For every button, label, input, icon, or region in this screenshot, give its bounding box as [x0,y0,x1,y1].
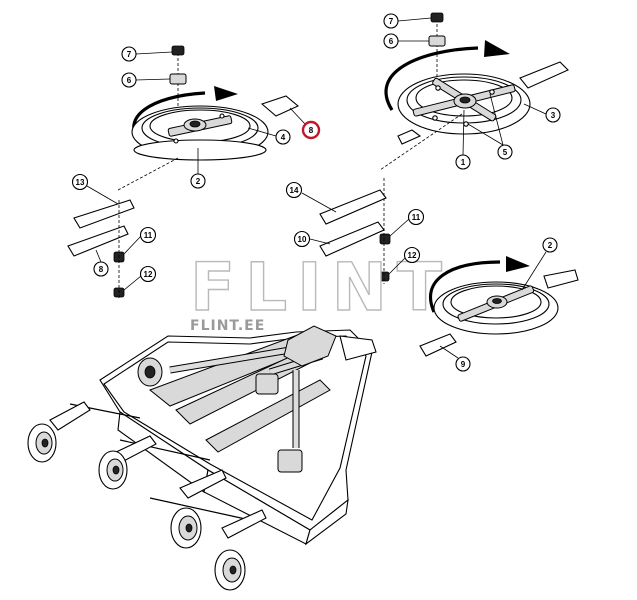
callout-8-highlighted[interactable]: 8 [301,120,321,140]
callout-7-right[interactable]: 7 [383,13,399,29]
blade-pan-assembly-left [131,45,300,161]
blade-icon [73,199,135,229]
svg-text:7: 7 [389,17,394,26]
callout-6-right[interactable]: 6 [383,33,399,49]
callout-11-left[interactable]: 11 [139,226,157,244]
watermark-brand: FLINT [190,249,452,326]
callout-10[interactable]: 10 [293,230,311,248]
callout-13[interactable]: 13 [71,173,89,191]
arrow-head-icon [506,256,530,272]
callout-12-middle[interactable]: 12 [403,246,421,264]
blade-pan-assembly-lower [419,256,579,357]
svg-text:12: 12 [144,270,153,279]
svg-text:6: 6 [127,76,132,85]
svg-text:14: 14 [290,186,299,195]
wheel-icon [98,450,128,490]
watermark-site: FLINT.EE [190,318,265,334]
blade-stack-left [67,199,135,300]
mower-deck [49,325,377,546]
svg-text:9: 9 [461,360,466,369]
nut-icon [379,233,391,245]
callout-2-left[interactable]: 2 [190,173,206,189]
callout-1[interactable]: 1 [455,154,471,170]
callout-3[interactable]: 3 [545,107,561,123]
blade-icon [260,95,300,117]
callout-2-lower[interactable]: 2 [542,237,558,253]
svg-text:4: 4 [281,133,286,142]
svg-text:5: 5 [503,148,508,157]
caster-wheels [27,423,246,591]
callout-6-left[interactable]: 6 [121,72,137,88]
svg-text:11: 11 [144,231,153,240]
svg-text:2: 2 [548,241,553,250]
svg-text:7: 7 [127,50,132,59]
svg-text:11: 11 [412,213,421,222]
callout-8-left[interactable]: 8 [93,261,109,277]
callout-4[interactable]: 4 [275,129,291,145]
callout-9[interactable]: 9 [455,356,471,372]
svg-text:8: 8 [99,265,104,274]
svg-text:8: 8 [309,126,314,135]
svg-text:2: 2 [196,177,201,186]
blade-icon [543,269,579,289]
svg-text:1: 1 [461,158,466,167]
svg-text:13: 13 [76,178,85,187]
blade-stack-middle [319,178,391,284]
arrow-head-icon [214,86,238,101]
arrow-head-icon [484,40,510,57]
blade-icon [319,189,387,225]
washer-icon [169,73,187,85]
svg-text:12: 12 [408,251,417,260]
callout-12-left[interactable]: 12 [139,265,157,283]
blade-icon [67,225,129,257]
blade-pan-assembly-right [384,12,569,145]
svg-text:3: 3 [551,111,556,120]
rotation-arrow-icon [428,260,501,313]
wheel-icon [170,507,202,549]
wheel-icon [214,549,246,591]
nut-icon [430,12,444,23]
svg-text:10: 10 [298,235,307,244]
callout-11-middle[interactable]: 11 [407,208,425,226]
nut-icon [171,45,185,56]
callout-5[interactable]: 5 [497,144,513,160]
wheel-icon [27,423,57,463]
washer-icon [428,35,446,47]
svg-text:6: 6 [389,37,394,46]
rotation-arrow-icon [384,46,479,111]
blade-icon [419,333,457,357]
callout-7-left[interactable]: 7 [121,46,137,62]
blade-icon [519,61,569,89]
callout-14[interactable]: 14 [285,181,303,199]
